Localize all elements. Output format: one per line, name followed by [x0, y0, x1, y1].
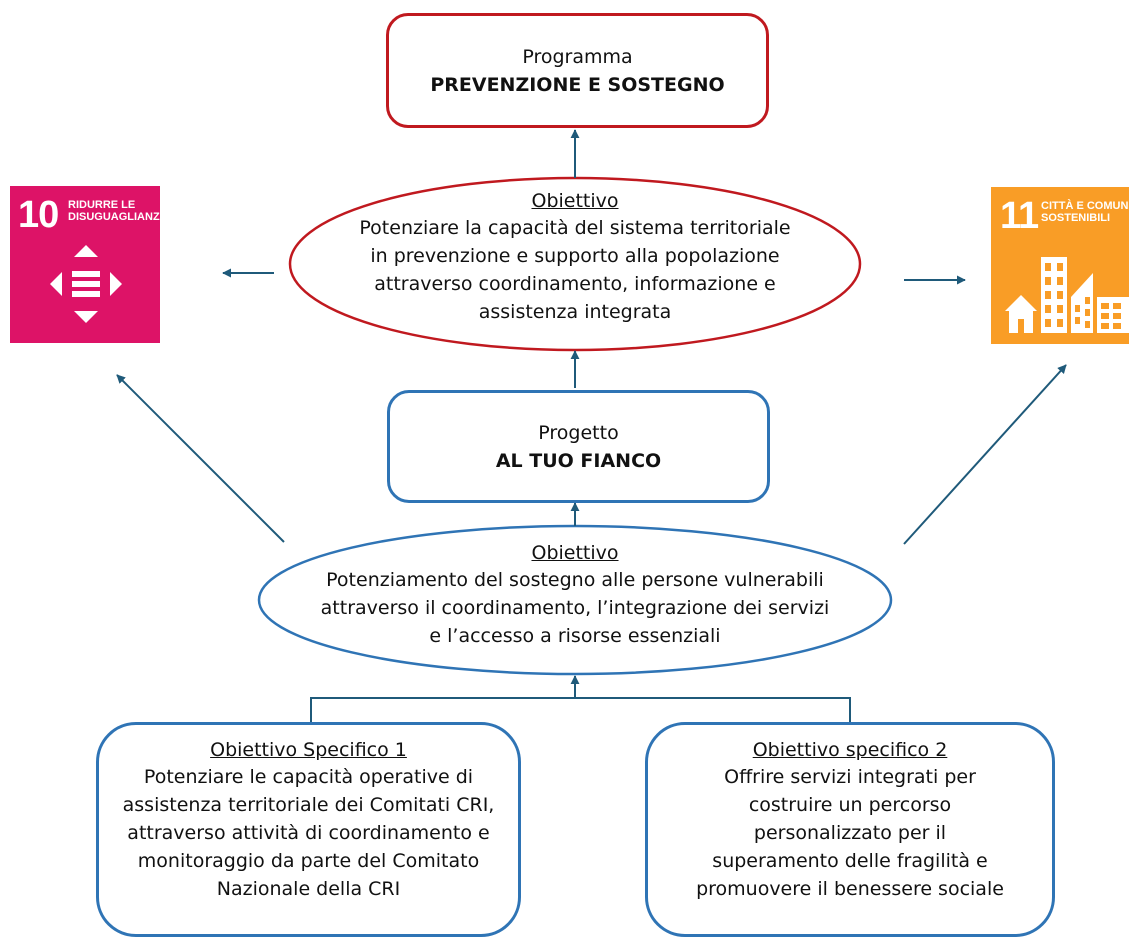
- obiettivo-progetto-line: attraverso il coordinamento, l’integrazi…: [320, 597, 830, 619]
- specifico-1-line: Potenziare le capacità operative di: [143, 766, 474, 788]
- sdg11-label-line2: SOSTENIBILI: [1041, 212, 1111, 224]
- obiettivo-specifico-1-box: Obiettivo Specifico 1 Potenziare le capa…: [96, 722, 521, 937]
- progetto-box: Progetto AL TUO FIANCO: [387, 390, 770, 503]
- sdg10-label-line2: DISUGUAGLIANZE: [68, 211, 167, 223]
- specifico-2-line: promuovere il benessere sociale: [696, 878, 1004, 900]
- programma-title: PREVENZIONE E SOSTEGNO: [430, 73, 725, 96]
- progetto-title: AL TUO FIANCO: [495, 449, 662, 472]
- sdg11-label: CITTÀ E COMUNITÀ SOSTENIBILI: [1041, 200, 1129, 224]
- specifico-2-line: superamento delle fragilità e: [712, 850, 988, 872]
- inequality-icon: [50, 245, 122, 323]
- obiettivo-progetto-text: Obiettivo Potenziamento del sostegno all…: [270, 540, 880, 650]
- progetto-label: Progetto: [538, 421, 619, 444]
- arrow-diag-sdg11: [903, 364, 1067, 545]
- arrow-diag-sdg10: [116, 374, 285, 543]
- specifico-1-line: assistenza territoriale dei Comitati CRI…: [122, 794, 495, 816]
- city-buildings-icon: [1005, 257, 1129, 333]
- specifico-1-line: attraverso attività di coordinamento e: [127, 822, 490, 844]
- programma-box: Programma PREVENZIONE E SOSTEGNO: [386, 13, 769, 128]
- obiettivo-progetto-heading: Obiettivo: [531, 542, 619, 564]
- sdg11-number: 11: [1000, 195, 1039, 237]
- sdg10-label: RIDURRE LE DISUGUAGLIANZE: [68, 199, 167, 223]
- sdg10-label-line1: RIDURRE LE: [68, 199, 136, 211]
- specifico-2-line: Offrire servizi integrati per: [724, 766, 976, 788]
- sdg10-tile: 10 RIDURRE LE DISUGUAGLIANZE: [10, 186, 167, 343]
- obiettivo-programma-line: Potenziare la capacità del sistema terri…: [359, 217, 791, 239]
- sdg11-tile: 11 CITTÀ E COMUNITÀ SOSTENIBILI: [991, 187, 1129, 344]
- obiettivo-specifico-2-box: Obiettivo specifico 2 Offrire servizi in…: [645, 722, 1055, 937]
- obiettivo-programma-line: assistenza integrata: [478, 301, 672, 323]
- obiettivo-progetto-line: e l’accesso a risorse essenziali: [429, 625, 721, 647]
- obiettivo-progetto-line: Potenziamento del sostegno alle persone …: [326, 569, 824, 591]
- bracket-connector: [310, 697, 851, 722]
- specifico-1-heading: Obiettivo Specifico 1: [210, 739, 407, 761]
- sdg11-label-line1: CITTÀ E COMUNITÀ: [1041, 200, 1129, 212]
- obiettivo-programma-line: attraverso coordinamento, informazione e: [374, 273, 776, 295]
- specifico-2-line: personalizzato per il: [753, 822, 947, 844]
- specifico-2-line: costruire un percorso: [748, 794, 952, 816]
- specifico-1-line: monitoraggio da parte del Comitato: [137, 850, 480, 872]
- obiettivo-programma-text: Obiettivo Potenziare la capacità del sis…: [300, 188, 850, 326]
- specifico-2-heading: Obiettivo specifico 2: [752, 739, 948, 761]
- specifico-1-line: Nazionale della CRI: [216, 878, 401, 900]
- obiettivo-programma-line: in prevenzione e supporto alla popolazio…: [370, 245, 780, 267]
- sdg10-number: 10: [18, 194, 59, 236]
- programma-label: Programma: [522, 45, 633, 68]
- obiettivo-programma-heading: Obiettivo: [531, 190, 619, 212]
